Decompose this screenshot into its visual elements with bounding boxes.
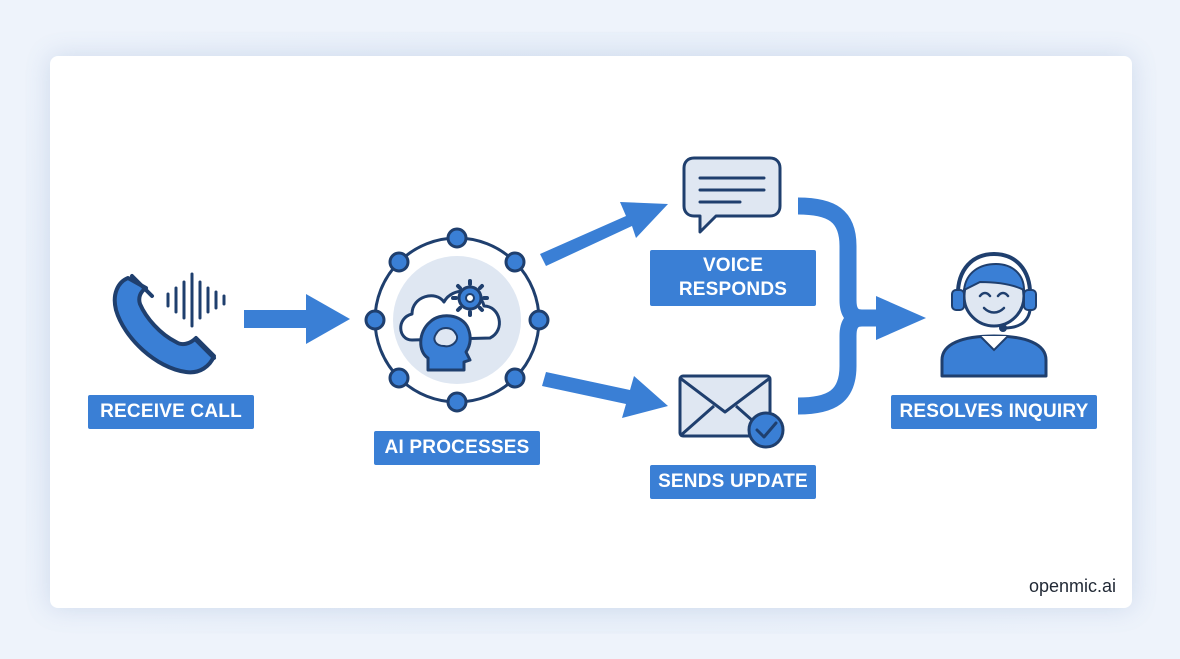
phone-icon [112, 274, 216, 375]
sends-update-text: SENDS UPDATE [658, 471, 808, 492]
voice-responds-label: VOICE RESPONDS [650, 250, 816, 306]
resolves-inquiry-text: RESOLVES INQUIRY [899, 401, 1089, 422]
arrow-ai-to-voice [540, 202, 668, 266]
ai-processes-label: AI PROCESSES [374, 431, 540, 465]
brand-watermark: openmic.ai [1028, 576, 1116, 596]
sends-update-label: SENDS UPDATE [650, 465, 816, 499]
receive-call-text: RECEIVE CALL [100, 401, 242, 422]
voice-responds-text-line2: RESPONDS [678, 279, 788, 300]
ai-processes-text: AI PROCESSES [384, 437, 530, 458]
arrow-call-to-ai [244, 294, 350, 344]
sound-wave-icon [166, 272, 226, 328]
envelope-check-icon [678, 374, 785, 449]
chat-bubble-icon [682, 156, 782, 234]
ai-brain-cloud-icon [364, 227, 550, 413]
receive-call-label: RECEIVE CALL [88, 395, 254, 429]
arrow-ai-to-update [542, 372, 668, 418]
voice-responds-text-line1: VOICE [702, 255, 764, 276]
resolves-inquiry-label: RESOLVES INQUIRY [891, 395, 1097, 429]
support-agent-icon [940, 251, 1048, 378]
merge-bracket [797, 197, 926, 415]
diagram-card [50, 56, 1132, 608]
